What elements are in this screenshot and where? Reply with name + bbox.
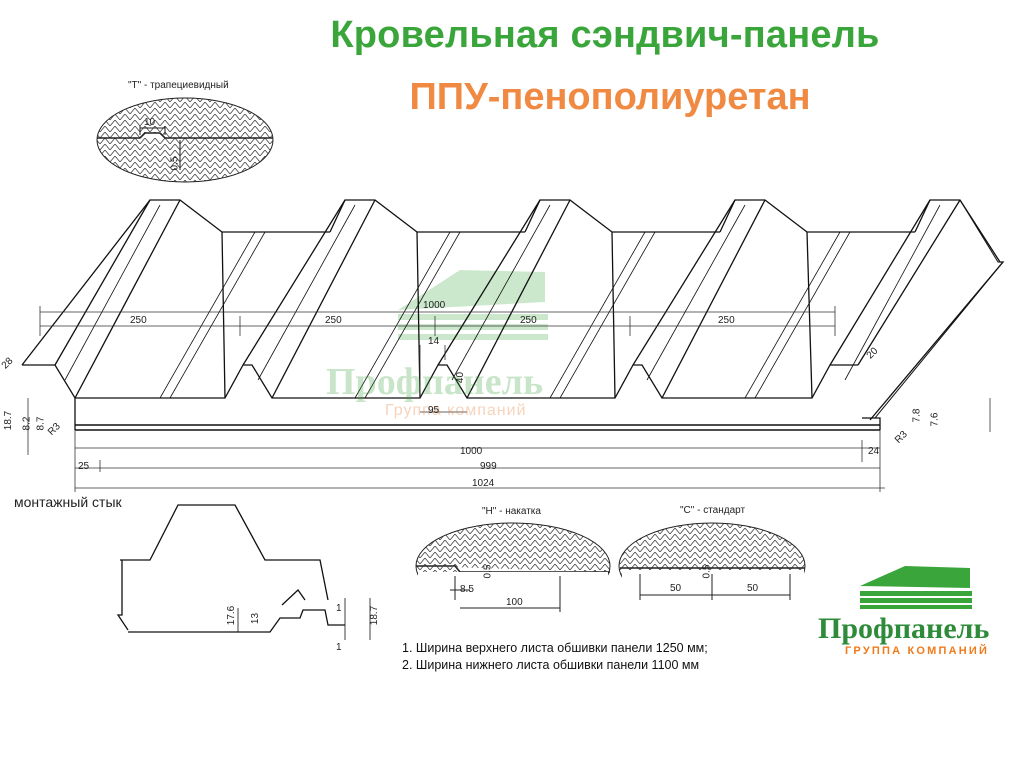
- logo-name: Профпанель: [818, 612, 990, 645]
- detail-h-dim-100: 100: [506, 597, 523, 608]
- joint-dim-1-b: 1: [336, 642, 342, 653]
- watermark-name: Профпанель: [326, 361, 544, 403]
- detail-c-dim-50a: 50: [670, 583, 682, 594]
- panel-dimensions: [27, 306, 991, 492]
- detail-h-oval: [415, 522, 611, 612]
- panel-dim-18-7: 18.7: [3, 410, 15, 431]
- joint-dim-17-6: 17.6: [226, 605, 238, 626]
- joint-dim-13: 13: [250, 612, 262, 625]
- detail-c-dim-50b: 50: [747, 583, 759, 594]
- detail-c-label: "С" - стандарт: [680, 505, 746, 516]
- panel-dim-1024: 1024: [472, 478, 495, 489]
- detail-h-label: "Н" - накатка: [482, 506, 541, 517]
- diagram-title: Кровельная сэндвич-панель: [330, 14, 880, 56]
- logo-building-icon: [860, 566, 972, 609]
- joint-dim-18-7: 18.7: [369, 605, 381, 626]
- note-item-1: 1. Ширина верхнего листа обшивки панели …: [402, 641, 708, 655]
- note-item-2: 2. Ширина нижнего листа обшивки панели 1…: [402, 658, 700, 672]
- panel-dim-250-2: 250: [325, 315, 342, 326]
- diagram-subtitle: ППУ-пенополиуретан: [409, 76, 811, 118]
- panel-dim-95: 95: [428, 405, 440, 416]
- joint-drawing: [116, 504, 371, 640]
- watermark-subtitle: Группа компаний: [385, 402, 527, 419]
- watermark-logo-icon: [398, 270, 548, 340]
- detail-c-oval: [618, 522, 806, 610]
- detail-t-label: "Т" - трапециевидный: [128, 80, 229, 91]
- detail-c-dim-05: 0.5: [701, 564, 713, 579]
- joint-dim-1-a: 1: [336, 603, 342, 614]
- panel-dim-250-3: 250: [520, 315, 537, 326]
- panel-dim-1000-top: 1000: [423, 300, 446, 311]
- panel-dim-40: 40: [455, 371, 467, 384]
- panel-dim-7-6: 7.6: [929, 412, 941, 427]
- detail-h-dim-85: 8.5: [460, 584, 474, 595]
- panel-dim-7-8: 7.8: [911, 408, 923, 423]
- panel-dim-999: 999: [480, 461, 497, 472]
- panel-dim-8-7: 8.7: [35, 416, 47, 431]
- panel-dim-1000-bottom: 1000: [460, 446, 483, 457]
- panel-dim-25: 25: [78, 461, 90, 472]
- notes: 1. Ширина верхнего листа обшивки панели …: [402, 640, 708, 674]
- panel-dim-250-4: 250: [718, 315, 735, 326]
- joint-label: монтажный стык: [14, 494, 122, 510]
- panel-dim-14: 14: [428, 336, 440, 347]
- panel-dim-250-1: 250: [130, 315, 147, 326]
- detail-t-dim-10: 10: [144, 117, 156, 128]
- detail-t-oval: [96, 97, 274, 183]
- panel-dim-24: 24: [868, 446, 880, 457]
- detail-h-dim-05: 0.5: [482, 564, 494, 579]
- panel-profile: [21, 199, 1005, 431]
- detail-t-dim-05: 0.5: [169, 156, 181, 171]
- logo-subtitle: ГРУППА КОМПАНИЙ: [845, 645, 990, 657]
- panel-dim-8-2: 8.2: [21, 416, 33, 431]
